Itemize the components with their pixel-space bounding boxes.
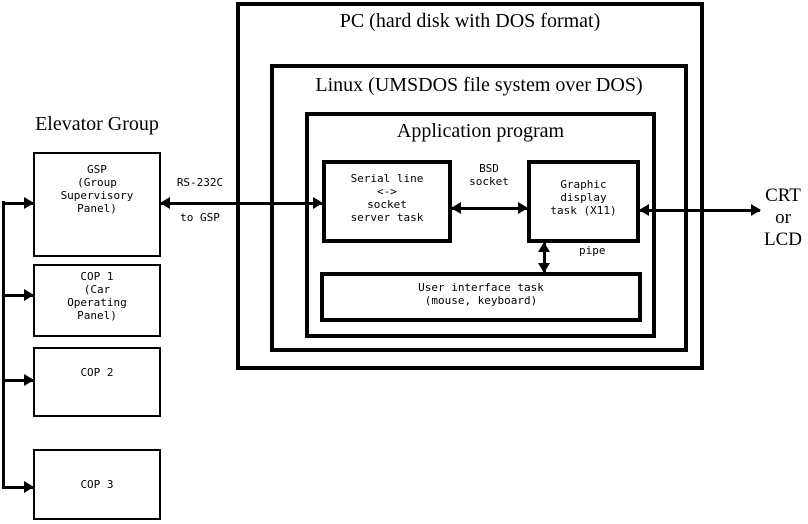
cop1-label: COP 1 (Car Operating Panel) (67, 270, 127, 322)
ui-task-label: User interface task (mouse, keyboard) (418, 281, 544, 307)
linux-title: Linux (UMSDOS file system over DOS) (315, 74, 643, 96)
graphic-task-box: Graphic display task (X11) (527, 160, 640, 243)
elevator-bus-line (2, 201, 5, 489)
serial-task-box: Serial line <-> socket server task (322, 160, 452, 243)
rs232c-label: RS-232C (176, 176, 224, 189)
bus-to-gsp-arrow (3, 197, 34, 209)
cop1-box: COP 1 (Car Operating Panel) (33, 264, 161, 337)
bus-to-cop1-arrow (3, 289, 34, 301)
gsp-box: GSP (Group Supervisory Panel) (33, 152, 161, 257)
application-title: Application program (396, 120, 565, 142)
cop3-label: COP 3 (80, 478, 114, 491)
bsd-socket-arrow (451, 202, 528, 214)
ui-task-box: User interface task (mouse, keyboard) (320, 272, 642, 322)
bsd-socket-label: BSD socket (469, 162, 509, 188)
display-label: CRT or LCD (764, 185, 802, 250)
bus-to-cop3-arrow (3, 481, 34, 493)
elevator-group-title: Elevator Group (35, 113, 159, 135)
to-gsp-label: to GSP (180, 211, 220, 224)
rs232c-arrow (160, 197, 323, 209)
pipe-arrow (538, 242, 550, 273)
graphic-task-label: Graphic display task (X11) (550, 178, 617, 217)
gsp-label: GSP (Group Supervisory Panel) (60, 163, 134, 215)
cop2-box: COP 2 (33, 347, 161, 417)
cop3-box: COP 3 (33, 449, 161, 520)
pipe-label: pipe (579, 244, 606, 257)
display-arrow (639, 204, 761, 216)
serial-task-label: Serial line <-> socket server task (350, 171, 424, 224)
bus-to-cop2-arrow (3, 374, 34, 386)
pc-title: PC (hard disk with DOS format) (339, 10, 601, 32)
cop2-label: COP 2 (80, 366, 114, 379)
